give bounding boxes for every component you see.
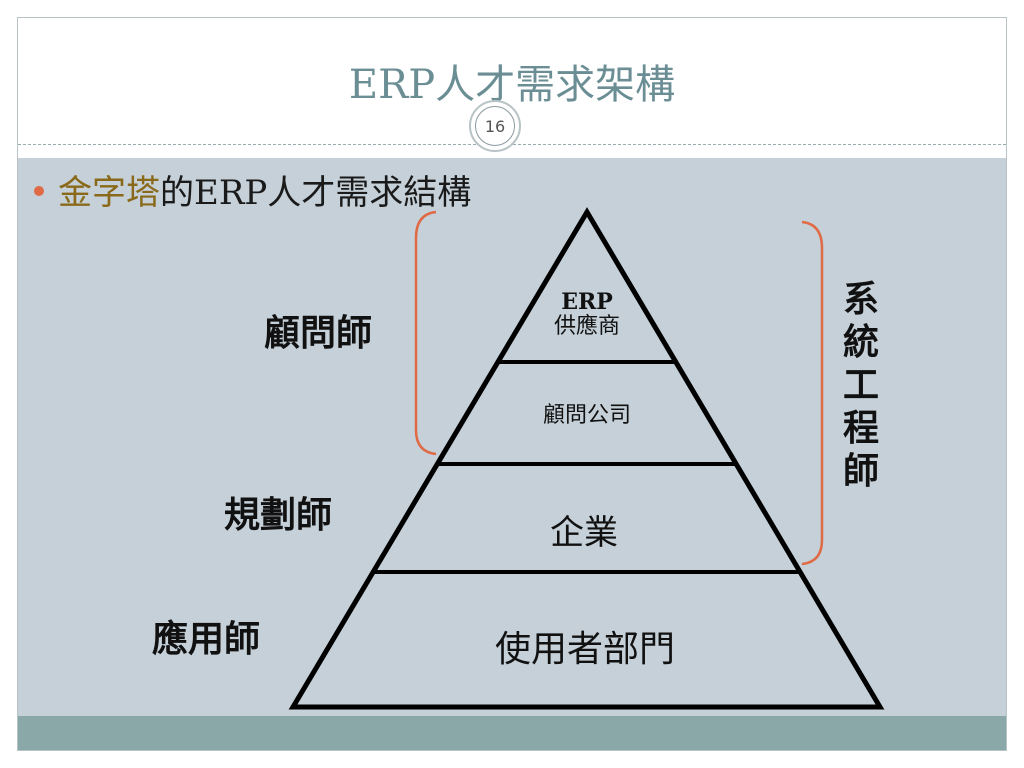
role-application: 應用師: [152, 618, 261, 660]
tier-vendor-line1: ERP: [561, 289, 613, 315]
slide-title: ERP人才需求架構: [348, 62, 676, 108]
tier-enterprise: 企業: [550, 513, 618, 553]
tier-user-department: 使用者部門: [494, 629, 675, 670]
role-planner: 規劃師: [224, 494, 333, 536]
tier-vendor: ERP 供應商: [527, 290, 647, 340]
footer-bar: [18, 716, 1006, 750]
page-number-badge: 16: [469, 100, 521, 152]
page-number: 16: [475, 106, 515, 146]
bullet-dot-icon: [34, 186, 44, 196]
content-area: [18, 158, 1006, 716]
slide: ERP人才需求架構: [17, 17, 1007, 751]
tier-vendor-line2: 供應商: [553, 314, 620, 339]
system-engineer-bracket: [801, 220, 824, 566]
tier-consulting-firm: 顧問公司: [542, 403, 631, 428]
bullet-accent-text: 金字塔: [58, 173, 160, 213]
bullet-text: 的ERP人才需求結構: [160, 173, 472, 213]
role-system-engineer: 系統工程師: [842, 278, 879, 492]
pyramid-outline: [288, 207, 885, 710]
consultant-bracket: [414, 210, 437, 456]
role-consultant: 顧問師: [264, 312, 373, 354]
bullet-item: 金字塔的ERP人才需求結構: [34, 165, 471, 214]
